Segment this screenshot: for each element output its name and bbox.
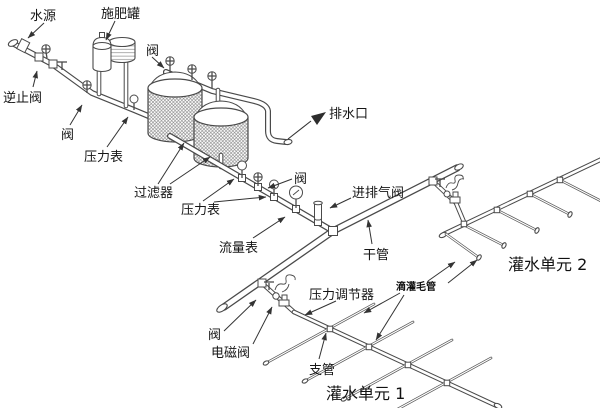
flow-meter-symbol	[289, 185, 303, 208]
label-valve-left: 阀	[61, 128, 74, 143]
fertilizer-tank	[92, 32, 136, 73]
filter-top-valves	[165, 56, 217, 88]
label-drain-outlet: 排水口	[329, 107, 368, 122]
label-branch-pipe: 支管	[309, 363, 335, 378]
label-pressure-regulator: 压力调节器	[309, 288, 374, 303]
unit2-drip-laterals	[444, 176, 600, 261]
label-valve-top: 阀	[146, 44, 159, 59]
valve-mid-symbol	[253, 172, 263, 186]
label-irrigation-unit-2: 灌水单元 2	[508, 255, 587, 274]
label-solenoid-valve: 电磁阀	[211, 346, 250, 361]
label-check-valve: 逆止阀	[3, 90, 42, 106]
unit1-branch-assembly	[257, 274, 297, 315]
label-main-pipe: 干管	[363, 248, 389, 263]
label-irrigation-unit-1: 灌水单元 1	[326, 384, 405, 403]
solenoid-valve-symbol-unit1	[272, 292, 280, 300]
pressure-regulator-symbol-unit2	[449, 196, 461, 204]
label-pressure-gauge-mid: 压力表	[181, 203, 220, 218]
tee-fitting	[328, 226, 338, 236]
pressure-regulator-symbol-unit1	[278, 299, 290, 307]
filter-tank-1	[147, 71, 203, 143]
air-vent-valve-symbol	[313, 200, 323, 221]
label-leader-arrows	[27, 20, 478, 360]
pressure-gauge-left-symbol	[129, 94, 139, 110]
label-drip-capillary: 滴灌毛管	[396, 280, 436, 293]
unit2-branch-assembly	[428, 174, 467, 225]
diagram-labels: 水源 施肥罐 阀 逆止阀 阀 压力表 过滤器 压力表 流量表 排水口 阀 进排气…	[3, 7, 587, 403]
source-cap	[7, 38, 31, 54]
label-filter: 过滤器	[134, 186, 173, 201]
label-pressure-gauge-left: 压力表	[84, 150, 123, 165]
unit2-branch-pipe	[438, 157, 600, 239]
solenoid-valve-symbol-unit2	[443, 190, 451, 198]
label-air-vent-valve: 进排气阀	[352, 185, 404, 201]
drain-flow-arrow	[287, 112, 326, 140]
label-fertilizer-tank: 施肥罐	[101, 7, 140, 22]
label-valve-unit1: 阀	[208, 328, 221, 343]
filter-top-manifold-and-drain-pipe	[163, 69, 293, 146]
label-valve-mid: 阀	[294, 172, 307, 187]
filter-outlet-manifold	[167, 133, 336, 234]
solenoid-wire-squiggle	[445, 174, 464, 189]
valve-left-symbol	[82, 80, 92, 93]
label-flow-meter: 流量表	[219, 241, 258, 256]
check-valve-symbol	[34, 44, 67, 70]
label-water-source: 水源	[30, 9, 56, 24]
unit1-drip-laterals	[262, 302, 493, 408]
